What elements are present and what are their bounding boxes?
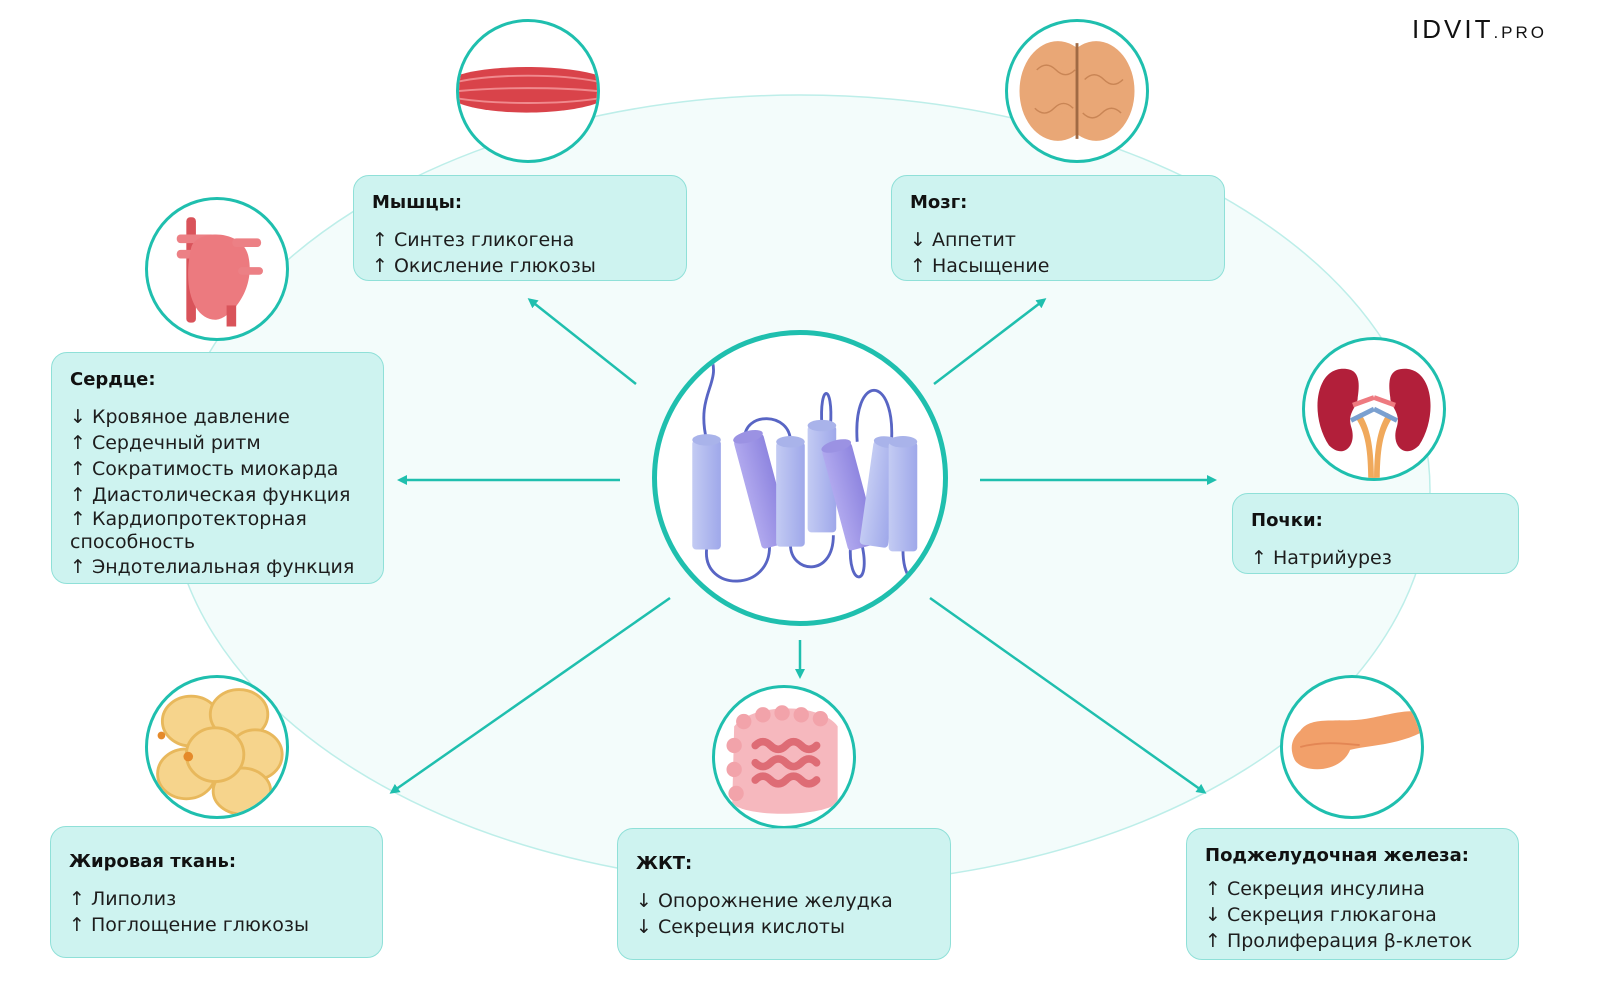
idvit-logo[interactable]: IDVIT.PRO — [1412, 14, 1547, 45]
fat-box: Жировая ткань: ↑ Липолиз ↑ Поглощение гл… — [50, 826, 383, 958]
brain-effect: ↑ Насыщение — [910, 255, 1050, 277]
muscles-title: Мышцы: — [372, 192, 463, 213]
gi-box: ЖКТ: ↓ Опорожнение желудка ↓ Секреция ки… — [617, 828, 951, 960]
arrow-to-fat — [389, 596, 671, 794]
kidneys-icon — [1317, 368, 1431, 478]
pancreas-box: Поджелудочная железа: ↑ Секреция инсулин… — [1186, 828, 1519, 960]
fat-title: Жировая ткань: — [69, 851, 237, 872]
heart-effect: ↑ Сердечный ритм — [70, 432, 261, 454]
heart-effect: ↑ Кардиопротекторная способность — [70, 508, 307, 553]
muscles-effect: ↑ Окисление глюкозы — [372, 255, 596, 277]
heart-box: Сердце: ↓ Кровяное давление ↑ Сердечный … — [51, 352, 384, 584]
fat-circle — [145, 675, 289, 819]
pancreas-icon — [1291, 711, 1421, 770]
kidneys-title: Почки: — [1251, 510, 1323, 531]
brain-effect: ↓ Аппетит — [910, 229, 1016, 251]
heart-effect: ↑ Эндотелиальная функция — [70, 556, 355, 578]
heart-effect: ↑ Сократимость миокарда — [70, 458, 339, 480]
arrow-to-brain — [933, 298, 1047, 385]
heart-title: Сердце: — [70, 369, 156, 390]
gi-effect: ↓ Секреция кислоты — [636, 916, 845, 938]
gpcr-receptor-circle — [652, 330, 948, 626]
logo-suffix: .PRO — [1493, 23, 1548, 42]
intestine-icon — [726, 705, 838, 814]
kidneys-box: Почки: ↑ Натрийурез — [1232, 493, 1519, 574]
muscle-icon — [459, 67, 597, 113]
fat-cells-icon — [156, 688, 284, 816]
gi-title: ЖКТ: — [636, 853, 693, 874]
pancreas-effect: ↓ Секреция глюкагона — [1205, 904, 1437, 926]
heart-icon — [176, 217, 263, 327]
muscle-circle — [456, 19, 600, 163]
heart-effect: ↑ Диастолическая функция — [70, 484, 351, 506]
kidneys-effect: ↑ Натрийурез — [1251, 547, 1392, 569]
gi-effect: ↓ Опорожнение желудка — [636, 890, 893, 912]
logo-main: IDVIT — [1412, 14, 1494, 44]
pancreas-title: Поджелудочная железа: — [1205, 845, 1469, 866]
fat-effect: ↑ Липолиз — [69, 888, 177, 910]
pancreas-circle — [1280, 675, 1424, 819]
kidneys-circle — [1302, 337, 1446, 481]
heart-effect: ↓ Кровяное давление — [70, 406, 290, 428]
brain-box: Мозг: ↓ Аппетит ↑ Насыщение — [891, 175, 1225, 281]
fat-effect: ↑ Поглощение глюкозы — [69, 914, 310, 936]
heart-circle — [145, 197, 289, 341]
muscles-effect: ↑ Синтез гликогена — [372, 229, 575, 251]
brain-icon — [1019, 41, 1135, 141]
brain-circle — [1005, 19, 1149, 163]
arrow-to-muscles — [527, 298, 637, 385]
gi-circle — [712, 685, 856, 829]
brain-title: Мозг: — [910, 192, 968, 213]
muscles-box: Мышцы: ↑ Синтез гликогена ↑ Окисление гл… — [353, 175, 687, 281]
arrow-to-pancreas — [929, 596, 1207, 794]
pancreas-effect: ↑ Пролиферация β-клеток — [1205, 930, 1473, 952]
pancreas-effect: ↑ Секреция инсулина — [1205, 878, 1425, 900]
gpcr-receptor-icon — [692, 353, 929, 587]
